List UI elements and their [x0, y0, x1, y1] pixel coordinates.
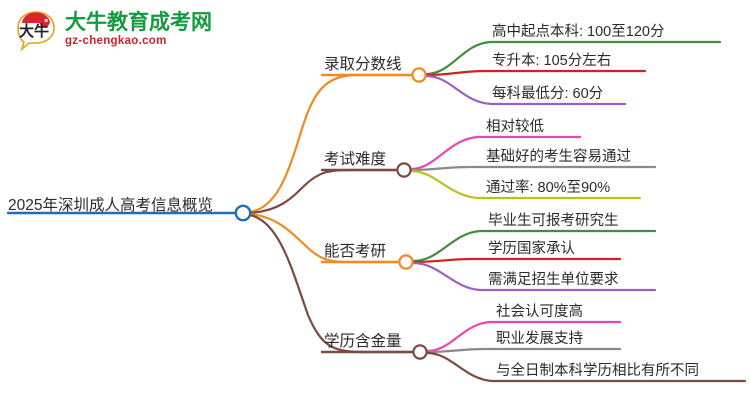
logo-text: 大牛教育成考网 gz-chengkao.com	[65, 12, 212, 48]
leaf-label-1-3[interactable]: 每科最低分: 60分	[492, 86, 604, 102]
site-logo: 大牛 大牛教育成考网 gz-chengkao.com	[14, 8, 212, 52]
leaf-wire-3-2	[411, 257, 622, 264]
leaf-wire-1-1	[424, 40, 722, 76]
logo-subtitle: gz-chengkao.com	[65, 35, 167, 48]
branch-wire-4	[248, 213, 416, 354]
leaf-label-2-3[interactable]: 通过率: 80%至90%	[486, 180, 611, 196]
leaf-label-4-1[interactable]: 社会认可度高	[496, 304, 583, 320]
leaf-label-4-2[interactable]: 职业发展支持	[496, 331, 583, 347]
leaf-label-1-2[interactable]: 专升本: 105分左右	[492, 53, 612, 69]
speech-bubble-logo-icon: 大牛	[14, 8, 58, 52]
branch-node-circle-3	[398, 254, 414, 270]
leaf-wire-4-3	[425, 351, 747, 383]
leaf-wire-1-3	[424, 74, 627, 106]
leaf-label-2-2[interactable]: 基础好的考生容易通过	[486, 149, 631, 165]
branch-label-1[interactable]: 录取分数线	[324, 56, 402, 73]
leaf-wire-3-1	[411, 229, 657, 263]
leaf-label-4-3[interactable]: 与全日制本科学历相比有所不同	[496, 363, 699, 379]
root-node-label[interactable]: 2025年深圳成人高考信息概览	[8, 197, 213, 214]
branch-label-2[interactable]: 考试难度	[324, 151, 387, 168]
leaf-label-2-1[interactable]: 相对较低	[486, 119, 544, 135]
leaf-label-3-1[interactable]: 毕业生可报考研究生	[488, 213, 619, 229]
leaf-wire-4-2	[425, 347, 622, 354]
branch-wire-2	[248, 168, 400, 215]
leaf-wire-2-1	[409, 135, 582, 171]
leaf-label-1-1[interactable]: 高中起点本科: 100至120分	[492, 24, 665, 40]
branch-label-4[interactable]: 学历含金量	[324, 333, 402, 350]
leaf-label-3-2[interactable]: 学历国家承认	[488, 241, 575, 257]
branch-node-circle-2	[396, 162, 412, 178]
root-node-circle	[234, 204, 252, 222]
leaf-label-3-3[interactable]: 需满足招生单位要求	[488, 272, 619, 288]
leaf-wire-1-2	[424, 69, 647, 77]
logo-title: 大牛教育成考网	[65, 11, 212, 35]
leaf-wire-4-1	[425, 320, 622, 353]
branch-node-circle-4	[412, 344, 428, 360]
leaf-wire-2-2	[409, 165, 657, 172]
branch-label-3[interactable]: 能否考研	[324, 243, 387, 260]
branch-node-circle-1	[411, 67, 427, 83]
leaf-wire-3-3	[411, 261, 657, 292]
svg-text:大牛: 大牛	[19, 22, 49, 40]
branch-wire-1	[248, 73, 414, 214]
leaf-wire-2-3	[409, 169, 642, 200]
